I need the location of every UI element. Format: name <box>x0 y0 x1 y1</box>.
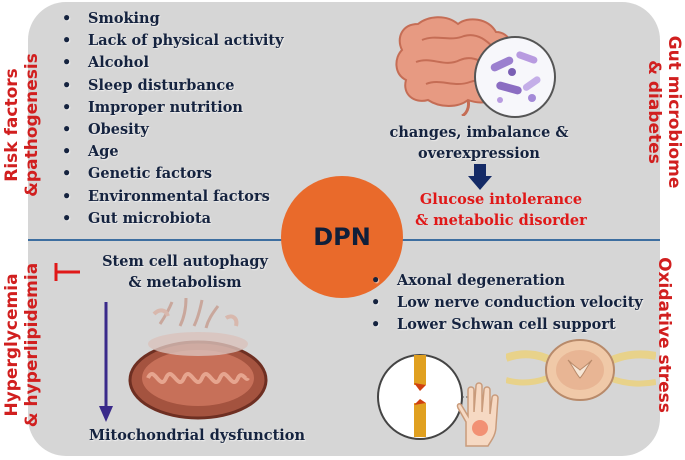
gut-caption-line2: overexpression <box>418 145 540 162</box>
oxidative-title-line: Oxidative stress <box>654 257 674 413</box>
risk-factors-title-line1: Risk factors <box>2 68 22 182</box>
mitochondria-icon <box>128 297 268 420</box>
list-item: Smoking <box>62 8 284 30</box>
stem-cell-caption-line2: & metabolism <box>128 274 242 291</box>
spinal-cord-icon <box>506 339 656 401</box>
list-item: Lack of physical activity <box>62 30 284 52</box>
gut-microbiome-title: Gut microbiome & diabetes <box>644 36 684 189</box>
list-item: Sleep disturbance <box>62 75 284 97</box>
hyperglycemia-title-line1: Hyperglycemia <box>2 273 22 417</box>
stem-cell-caption: Stem cell autophagy & metabolism <box>90 251 280 293</box>
hand-icon <box>456 382 499 447</box>
risk-factors-title-line2: &pathogenesis <box>22 53 42 197</box>
dpn-label: DPN <box>313 223 371 251</box>
list-item: Obesity <box>62 119 284 141</box>
risk-factors-title: Risk factors &pathogenesis <box>2 53 42 197</box>
list-item: Axonal degeneration <box>371 270 643 292</box>
list-item: Low nerve conduction velocity <box>371 292 643 314</box>
down-arrow-icon <box>99 302 113 422</box>
oxidative-list: Axonal degeneration Low nerve conduction… <box>371 270 643 337</box>
list-item: Improper nutrition <box>62 97 284 119</box>
list-item: Age <box>62 141 284 163</box>
gut-caption: changes, imbalance & overexpression <box>385 122 573 164</box>
gut-result-line2: & metabolic disorder <box>415 212 587 229</box>
nerve-icon <box>377 354 480 440</box>
oxidative-stress-title: Oxidative stress <box>654 257 674 413</box>
list-item: Genetic factors <box>62 163 284 185</box>
mitochondrial-dysfunction-label: Mitochondrial dysfunction <box>88 427 306 444</box>
hyperglycemia-title: Hyperglycemia & hyperlipidemia <box>2 263 42 427</box>
gut-title-line1: Gut microbiome <box>664 35 684 189</box>
gut-result: Glucose intolerance & metabolic disorder <box>402 189 600 231</box>
stem-cell-caption-line1: Stem cell autophagy <box>102 253 268 270</box>
bacteria-icon <box>474 36 556 118</box>
list-item: Alcohol <box>62 52 284 74</box>
list-item: Gut microbiota <box>62 208 284 230</box>
gut-result-line1: Glucose intolerance <box>419 191 583 208</box>
gut-title-line2: & diabetes <box>644 60 664 164</box>
list-item: Lower Schwan cell support <box>371 314 643 336</box>
hyperglycemia-title-line2: & hyperlipidemia <box>22 262 42 428</box>
inhibition-icon <box>54 263 80 281</box>
gut-caption-line1: changes, imbalance & <box>389 124 569 141</box>
down-arrow-icon <box>468 164 492 190</box>
list-item: Environmental factors <box>62 186 284 208</box>
risk-factors-list: Smoking Lack of physical activity Alcoho… <box>62 8 284 230</box>
